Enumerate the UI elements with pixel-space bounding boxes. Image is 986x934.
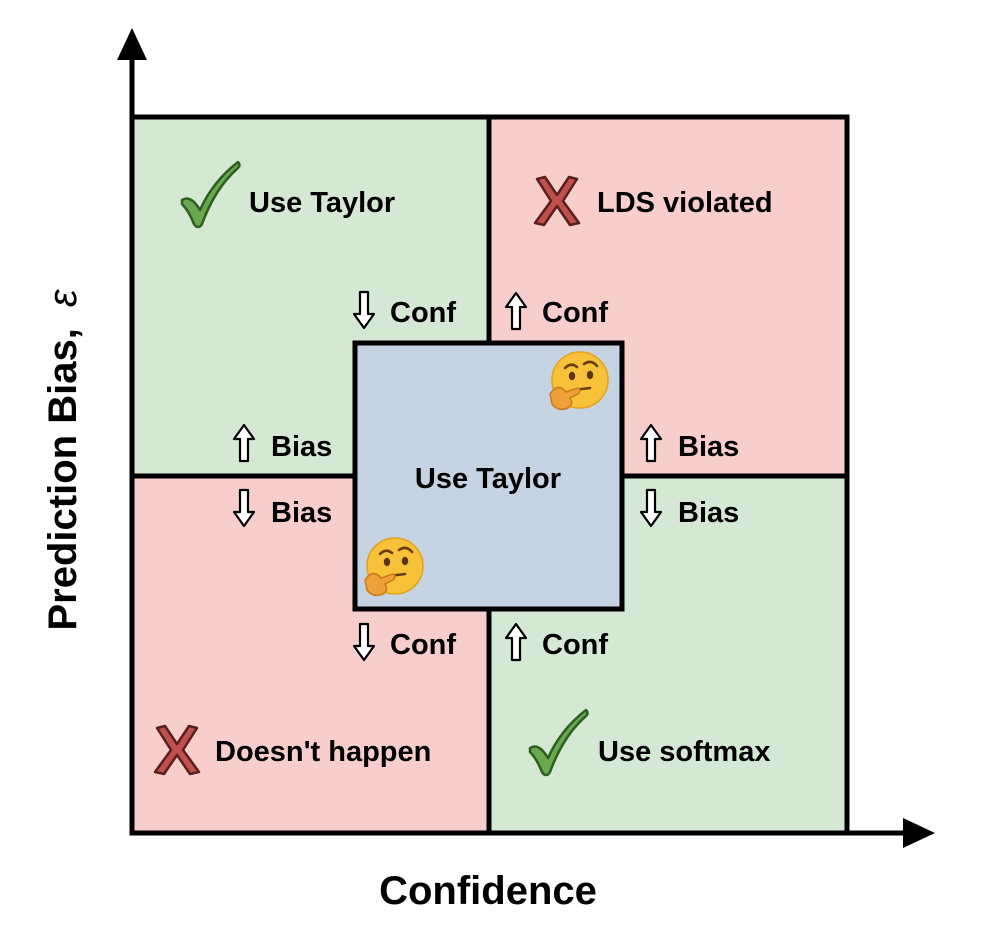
- quadrant-bottom-left-label: Doesn't happen: [215, 736, 431, 768]
- quadrant-bottom-right-label: Use softmax: [598, 736, 770, 768]
- y-axis: [117, 28, 147, 833]
- indicator-tr-conf: Conf: [542, 297, 608, 329]
- indicator-bl-bias: Bias: [271, 497, 332, 529]
- y-axis-label-text: Prediction Bias,: [41, 328, 85, 630]
- center-label: Use Taylor: [415, 463, 561, 495]
- quadrant-top-right-label: LDS violated: [597, 187, 773, 219]
- indicator-br-conf: Conf: [542, 629, 608, 661]
- quadrant-top-left-label: Use Taylor: [249, 187, 395, 219]
- indicator-tl-bias: Bias: [271, 431, 332, 463]
- indicator-tr-bias: Bias: [678, 431, 739, 463]
- indicator-br-bias: Bias: [678, 497, 739, 529]
- indicator-bl-conf: Conf: [390, 629, 456, 661]
- x-axis: [132, 818, 935, 848]
- indicator-tl-conf: Conf: [390, 297, 456, 329]
- y-axis-symbol: ε: [41, 288, 85, 307]
- y-axis-label: Prediction Bias, ε: [41, 288, 85, 630]
- x-axis-label: Confidence: [379, 869, 597, 913]
- y-axis-label-group: Prediction Bias, ε: [41, 288, 85, 630]
